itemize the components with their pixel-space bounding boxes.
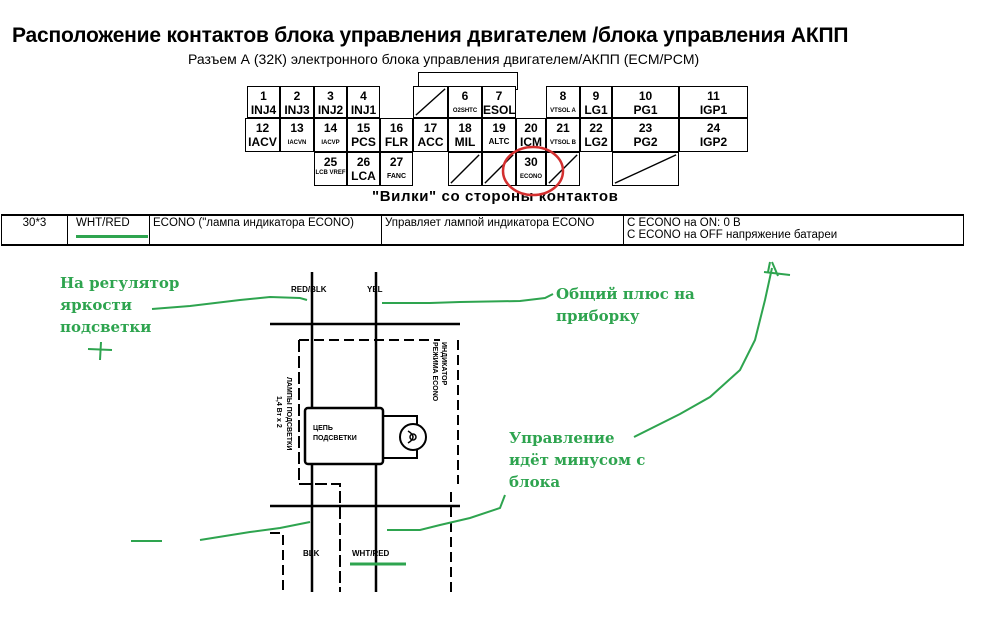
backlight-block-label-line1: ЦЕПЬ: [313, 425, 333, 432]
pin-number-cell: 30*3 30*3: [1, 214, 68, 246]
lamp-enclosure-left: [298, 340, 341, 592]
minus-arrow-line-left: [199, 521, 311, 541]
common-plus-annotation: Общий плюс на приборку: [556, 285, 695, 325]
wire-label-wht-red: WHT/RED: [352, 549, 390, 558]
page-title: Расположение контактов блока управления …: [12, 24, 849, 47]
table-row: 30*3 30*3 WHT/RED ECONO ("лампа индикато…: [1, 214, 964, 246]
page-subtitle: Разъем А (32К) электронного блока управл…: [188, 51, 700, 67]
backlight-block: [303, 406, 385, 466]
pin-28-empty: [448, 152, 482, 186]
condition-cell: С ECONO на ON: 0 В С ECONO на OFF напряж…: [623, 214, 964, 246]
schematic-lines: [270, 272, 460, 592]
wire-underline: [76, 235, 148, 238]
lamp-center-icon: [409, 433, 417, 441]
control-annotation: Управление идёт минусом с блока: [509, 429, 646, 491]
lamps-rating-label: 1,4 Вт x 2: [275, 396, 282, 428]
function-cell: Управляет лампой индикатора ECONO: [381, 214, 624, 246]
backlight-block-label: ЦЕПЬ ПОДСВЕТКИ: [313, 424, 357, 444]
condition-on: С ECONO на ON: 0 В: [627, 217, 741, 229]
annotation-lines: [87, 261, 791, 566]
wire-label-blk: BLK: [303, 549, 320, 558]
lamp-filament-icon: [407, 430, 414, 444]
signal-name-cell: ECONO ("лампа индикатора ECONO): [149, 214, 382, 246]
control-arrow-line: [633, 267, 773, 438]
control-arrow-head: [763, 261, 791, 277]
pin-5-empty: [413, 86, 448, 118]
indicator-label: ИНДИКАТОР РЕЖИМА ECONO: [431, 342, 447, 402]
dimmer-arrow-line: [151, 295, 308, 310]
connector-caption: "Вилки" со стороны контактов: [372, 188, 619, 205]
wire-color-cell: WHT/RED: [67, 214, 150, 246]
plus-arrow-line: [382, 293, 554, 304]
left-dashed-line-lower: [270, 532, 284, 592]
condition-off: С ECONO на OFF напряжение батареи: [627, 229, 838, 241]
wire-label-yel: YEL: [367, 285, 383, 294]
pin-number: 30*3: [22, 217, 47, 229]
dimmer-annotation: На регулятор яркости подсветки: [60, 274, 180, 336]
pin-32-empty: [612, 152, 679, 186]
pin-table: 30*3 30*3 WHT/RED ECONO ("лампа индикато…: [1, 214, 964, 246]
backlight-block-label-line2: ПОДСВЕТКИ: [313, 435, 357, 442]
plus-sign: [87, 341, 113, 361]
minus-arrow-line-right: [387, 494, 506, 531]
lamps-label: ЛАМПЫ ПОДСВЕТКИ: [285, 377, 292, 451]
pin-29-empty: [482, 152, 516, 186]
wire-label-red-blk: RED/BLK: [291, 285, 327, 294]
wire-color: WHT/RED: [76, 217, 130, 229]
pin-30-highlight-circle: [501, 145, 565, 197]
